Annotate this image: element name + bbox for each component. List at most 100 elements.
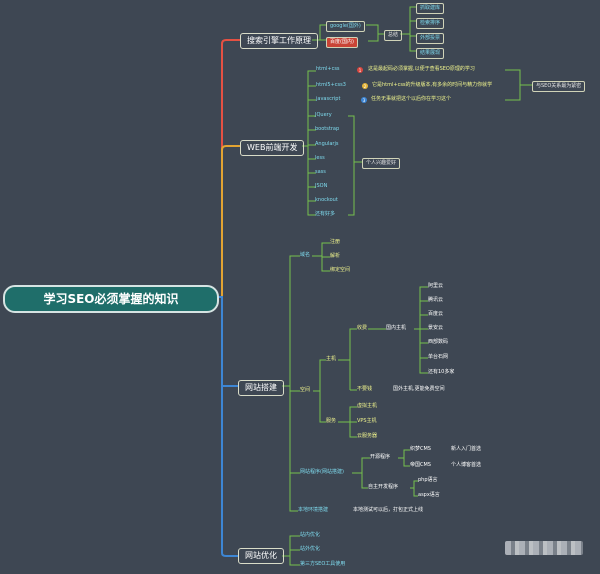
provider-tencent[interactable]: 腾讯云	[428, 297, 444, 303]
link-seo-group	[505, 69, 532, 101]
local-env-node[interactable]: 本地环境搭建	[298, 507, 329, 513]
domain-bind[interactable]: 绑定空间	[330, 267, 351, 273]
root-label: 学习SEO必须掌握的知识	[43, 292, 179, 306]
step-label: 检索排序	[420, 20, 441, 26]
summary-node[interactable]: 总结	[384, 30, 403, 41]
priority-3-icon: 3	[361, 97, 367, 103]
interest-label: 个人兴趣爱好	[366, 160, 397, 166]
priority-1-icon: 1	[357, 67, 363, 73]
dede-cms-node[interactable]: 织梦CMS	[410, 446, 431, 452]
step-crawl[interactable]: 抓取建库	[416, 3, 445, 14]
js-node[interactable]: javascript	[316, 96, 341, 102]
space-node[interactable]: 空间	[300, 387, 311, 393]
trunk-build-optimize	[215, 296, 238, 557]
server-vps[interactable]: VPS主机	[357, 418, 377, 424]
link-open	[398, 449, 410, 467]
domestic-host-node[interactable]: 国内主机	[386, 325, 407, 331]
server-virtual[interactable]: 虚拟主机	[357, 403, 378, 409]
link-program	[352, 457, 370, 489]
root-node[interactable]: 学习SEO必须掌握的知识	[3, 285, 219, 313]
summary-label: 总结	[388, 32, 399, 38]
host-node[interactable]: 主机	[326, 356, 337, 362]
php-node[interactable]: php语言	[418, 477, 438, 483]
trunk-search	[215, 39, 240, 298]
custom-program-node[interactable]: 自主开发程序	[368, 484, 399, 490]
optimize-onsite[interactable]: 站内优化	[300, 532, 321, 538]
asp-node[interactable]: aspx语言	[418, 492, 440, 498]
trunk-web	[221, 145, 240, 151]
empire-note: 个人博客首选	[451, 462, 482, 468]
link-libs-note	[348, 115, 362, 216]
link-steps	[400, 6, 416, 52]
baidu-label: 百度(国内)	[330, 39, 354, 45]
link-host	[338, 328, 357, 391]
provider-more[interactable]: 还有10多家	[428, 369, 455, 375]
lib-less[interactable]: less	[315, 155, 325, 161]
seo-related-note[interactable]: 与SEO关系最为紧密	[532, 81, 586, 92]
link-custom	[410, 480, 418, 497]
provider-other[interactable]: 单台石网	[428, 354, 449, 360]
step-label: 结果展现	[420, 50, 441, 56]
step-vote[interactable]: 外部投票	[416, 33, 445, 44]
link-search-engines	[312, 24, 326, 41]
lib-json[interactable]: JSON	[315, 183, 328, 189]
open-source-node[interactable]: 开源程序	[370, 454, 391, 460]
lib-knockout[interactable]: knockout	[315, 197, 338, 203]
link-optimize	[282, 535, 300, 566]
link-build	[282, 255, 300, 512]
provider-west[interactable]: 西部数码	[428, 339, 449, 345]
branch-optimize-label: 网站优化	[245, 551, 277, 560]
local-env-note: 本地测试可以后，打包正式上线	[353, 507, 424, 513]
provider-aliyun[interactable]: 阿里云	[428, 283, 444, 289]
priority-2-icon: 2	[362, 83, 368, 89]
link-summary	[366, 24, 384, 42]
optimize-tools[interactable]: 第三方SEO工具使用	[300, 561, 346, 567]
link-domestic	[414, 286, 428, 374]
google-node[interactable]: google(国外)	[326, 21, 365, 32]
html-node[interactable]: html+css	[316, 66, 340, 72]
step-display[interactable]: 结果展现	[416, 48, 445, 59]
link-space	[313, 359, 326, 423]
lib-bootstrap[interactable]: bootstrap	[315, 126, 340, 132]
branch-search-engine[interactable]: 搜索引擎工作原理	[240, 33, 318, 49]
paid-node[interactable]: 收费	[357, 325, 368, 331]
program-node[interactable]: 网站程序(网站搭建)	[300, 469, 344, 475]
lib-jquery[interactable]: JQuery	[315, 112, 332, 118]
watermark-blur	[505, 541, 583, 555]
domain-node[interactable]: 域名	[300, 252, 311, 258]
free-node[interactable]: 不要钱	[357, 386, 373, 392]
html5-note: 它是html+css的升级版本,有多余的时间与精力你就学	[372, 82, 493, 88]
branch-site-optimize[interactable]: 网站优化	[238, 548, 284, 564]
branch-web-frontend[interactable]: WEB前端开发	[240, 140, 305, 156]
server-cloud[interactable]: 云服务器	[357, 433, 378, 439]
lib-sass[interactable]: sass	[315, 169, 326, 175]
html5-node[interactable]: html5+css3	[316, 82, 346, 88]
lib-angularjs[interactable]: Angularjs	[315, 141, 339, 147]
branch-build-label: 网站搭建	[245, 383, 277, 392]
interest-note[interactable]: 个人兴趣爱好	[362, 158, 401, 169]
branch-search-label: 搜索引擎工作原理	[247, 36, 311, 45]
dede-note: 新人入门首选	[451, 446, 482, 452]
seo-related-label: 与SEO关系最为紧密	[536, 83, 582, 89]
step-rank[interactable]: 检索排序	[416, 18, 445, 29]
google-label: google(国外)	[330, 23, 361, 29]
branch-web-label: WEB前端开发	[247, 143, 298, 152]
provider-jingan[interactable]: 景安云	[428, 325, 444, 331]
link-domain	[312, 242, 330, 272]
link-server	[338, 406, 357, 438]
server-node[interactable]: 服务	[326, 418, 337, 424]
branch-site-build[interactable]: 网站搭建	[238, 380, 284, 396]
js-note: 任务无事就把这个以后你在学习这个	[371, 96, 452, 102]
provider-baidu[interactable]: 百度云	[428, 311, 444, 317]
optimize-offsite[interactable]: 站外优化	[300, 546, 321, 552]
domain-resolve[interactable]: 解析	[330, 253, 341, 259]
free-note: 国外主机,更能免费空间	[393, 386, 445, 392]
step-label: 外部投票	[420, 35, 441, 41]
domain-register[interactable]: 注册	[330, 239, 341, 245]
html-note: 这是最起码必须掌握,以便于查看SEO原理的学习	[368, 66, 475, 72]
lib-more[interactable]: 还有好多	[315, 211, 336, 217]
baidu-node[interactable]: 百度(国内)	[326, 37, 358, 48]
empire-cms-node[interactable]: 帝国CMS	[410, 462, 431, 468]
